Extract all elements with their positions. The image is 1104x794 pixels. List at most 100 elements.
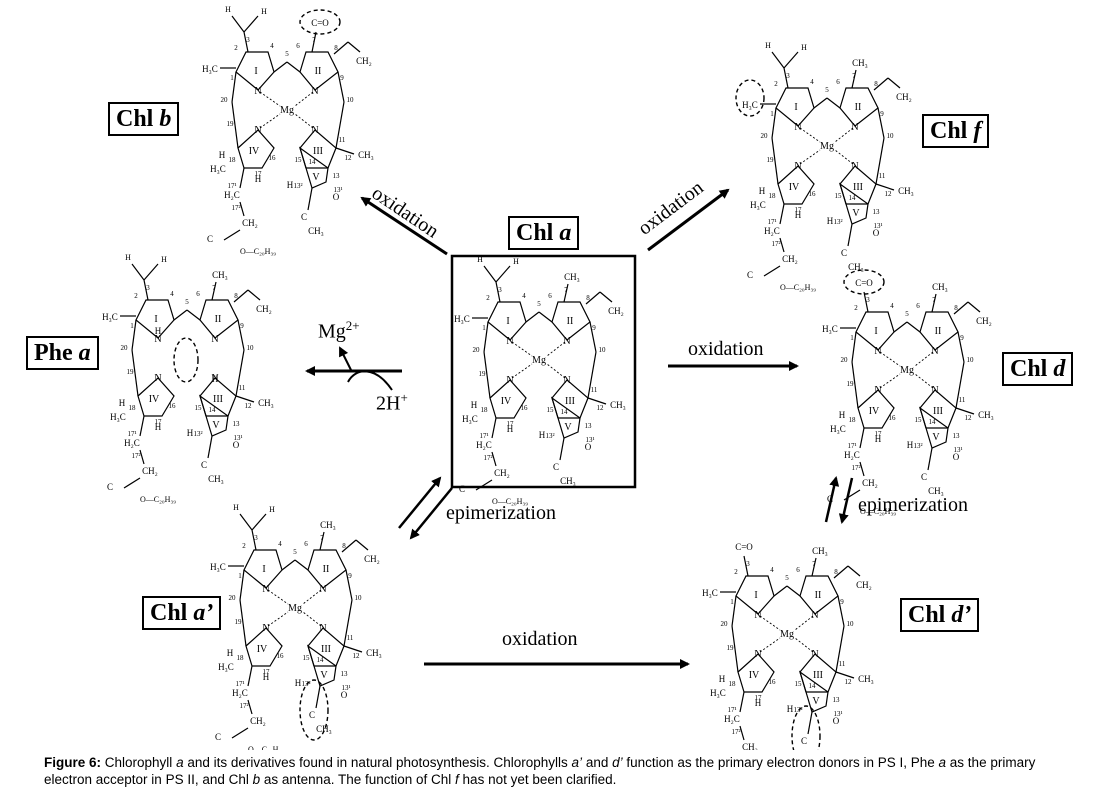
ring-numeral: I	[262, 564, 265, 575]
ring-bond	[245, 627, 283, 667]
ethyl-group: CH₂	[256, 304, 272, 314]
n-atom: N	[506, 375, 513, 386]
methyl-group: H₃C	[210, 164, 226, 174]
chain-ch2: H₂C	[724, 714, 740, 724]
methyl-group: CH₃	[852, 58, 868, 68]
ring-bond	[198, 394, 229, 437]
label-phe-a: Phe a	[26, 336, 99, 370]
ring-numeral: V	[212, 420, 220, 431]
position-number: 17	[755, 694, 763, 702]
position-number: 3	[746, 560, 750, 568]
bond	[834, 127, 854, 143]
position-number: 5	[785, 574, 789, 582]
position-number: 14	[849, 194, 857, 202]
position-number: 11	[959, 396, 966, 404]
ring-numeral: IV	[789, 182, 800, 193]
bond	[833, 565, 849, 579]
bond	[763, 265, 781, 277]
n-atom: N	[931, 385, 938, 396]
bond	[343, 599, 353, 647]
position-number: 6	[916, 302, 920, 310]
ring-bond	[798, 670, 829, 713]
ring-numeral: III	[313, 146, 323, 157]
bond	[847, 565, 861, 577]
n-atom: N	[319, 584, 326, 595]
caption-italic: d’	[612, 755, 623, 770]
mg-atom: Mg	[780, 629, 794, 640]
bond	[957, 331, 965, 363]
h-atom: H	[227, 648, 234, 658]
label-name: Chl	[516, 220, 554, 246]
ring-numeral: I	[154, 314, 157, 325]
methyl-group: CH₃	[932, 282, 948, 292]
position-number: 12	[845, 678, 853, 686]
bond	[955, 361, 965, 409]
bond	[953, 301, 969, 315]
position-number: 15	[835, 192, 843, 200]
caption-italic: f	[455, 772, 459, 787]
h-atom: H	[795, 210, 802, 220]
position-number: 2	[734, 568, 738, 576]
n-atom: N	[754, 610, 761, 621]
methyl-group: CH₃	[308, 226, 324, 236]
bond	[873, 77, 889, 91]
position-number: 19	[847, 380, 855, 388]
chl-a-frame	[450, 254, 637, 489]
position-number: 9	[240, 322, 244, 330]
n-atom: N	[874, 346, 881, 357]
position-number: 18	[129, 404, 137, 412]
position-number: 13²	[293, 182, 302, 190]
label-chl-d-prime: Chl d’	[900, 598, 980, 632]
position-number: 17²	[131, 452, 140, 460]
position-number: 5	[537, 300, 541, 308]
bond	[811, 557, 817, 577]
h-atom: H	[471, 400, 478, 410]
chain-ch2: CH₂	[250, 716, 266, 726]
n-atom: N	[319, 623, 326, 634]
figure-caption: Figure 6: Chlorophyll a and its derivati…	[44, 754, 1084, 788]
position-number: 17²	[231, 204, 240, 212]
position-number: 14	[809, 682, 817, 690]
position-number: 6	[304, 540, 308, 548]
ethyl-group: CH₂	[976, 316, 992, 326]
n-atom: N	[811, 649, 818, 660]
ethyl-group: CH₂	[364, 554, 380, 564]
bond	[237, 319, 245, 351]
position-number: 10	[347, 96, 355, 104]
caption-part: has not yet been clarified.	[458, 772, 617, 787]
ring-numeral: V	[852, 208, 860, 219]
ring-bond	[777, 165, 815, 205]
bond	[337, 71, 345, 103]
label-chl-b: Chl b	[108, 102, 180, 136]
position-number: 1	[238, 572, 242, 580]
ring-bond	[487, 301, 527, 341]
epimerization-label-a: epimerization	[446, 502, 556, 524]
bond	[143, 279, 149, 301]
carbonyl-o: O	[233, 440, 240, 450]
label-suffix: d	[1053, 356, 1066, 382]
position-number: 8	[342, 542, 346, 550]
bond	[538, 311, 553, 323]
position-number: 19	[127, 368, 135, 376]
bond	[207, 435, 213, 459]
bond	[587, 397, 607, 405]
oxidation-label-d: oxidation	[688, 338, 764, 360]
label-chl-f: Chl f	[922, 114, 990, 148]
methyl-group: H₃C	[822, 324, 838, 334]
position-number: 20	[229, 594, 237, 602]
chain-ch2: H₂C	[764, 226, 780, 236]
bond	[587, 351, 597, 399]
caption-italic: a	[938, 755, 947, 770]
ring-numeral: II	[935, 326, 942, 337]
ring-numeral: II	[855, 102, 862, 113]
ester-c: C	[215, 732, 221, 742]
bond	[859, 427, 865, 449]
position-number: 19	[727, 644, 735, 652]
chain-ch2: CH₂	[242, 218, 258, 228]
position-number: 19	[227, 120, 235, 128]
ring-numeral: III	[213, 394, 223, 405]
ester-c: C	[459, 484, 465, 494]
methyl-group: CH₃	[316, 724, 332, 734]
methyl-group: H₃C	[702, 588, 718, 598]
position-number: 5	[825, 86, 829, 94]
